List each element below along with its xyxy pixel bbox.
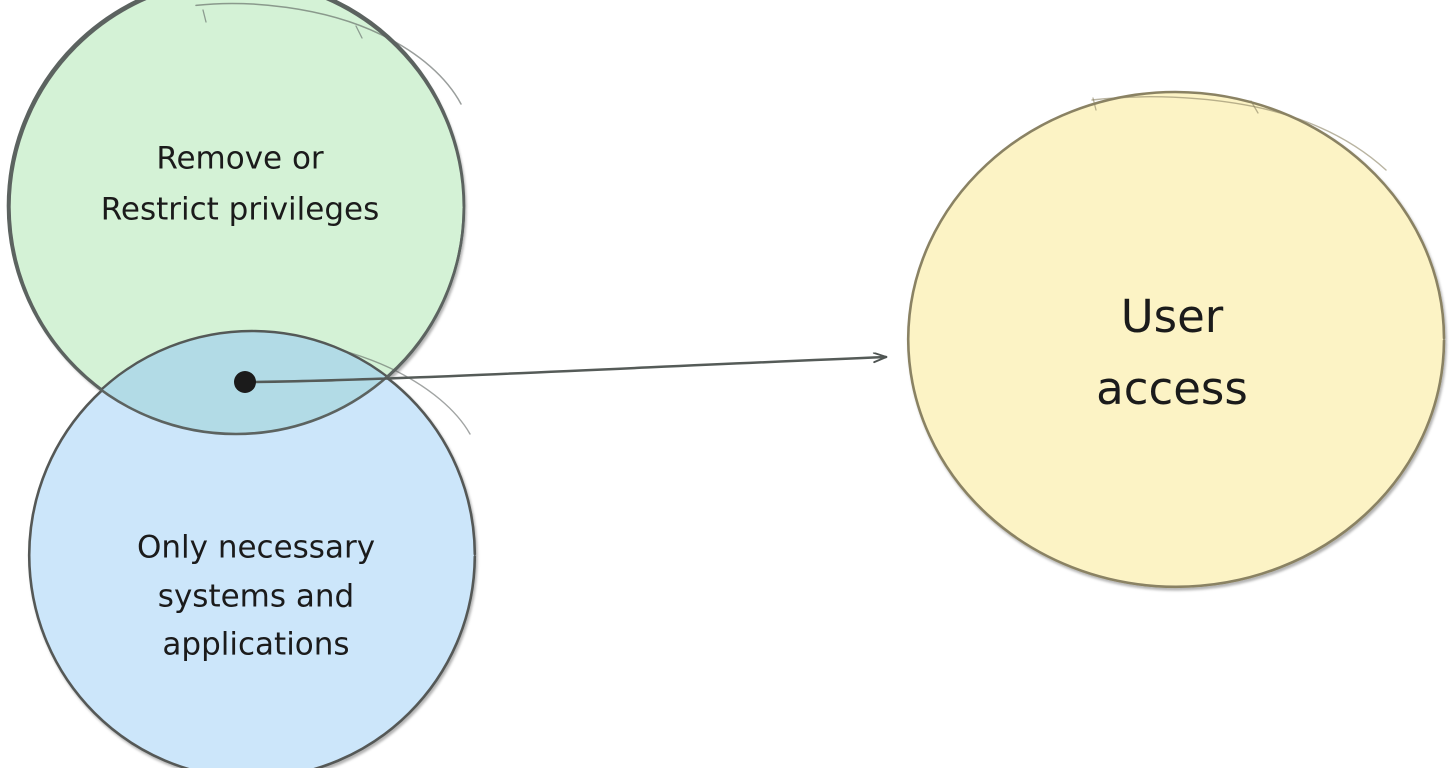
green-sketch-tick-1	[202, 9, 207, 23]
blue-circle-label: Only necessary systems and applications	[137, 530, 375, 663]
arrow-source-dot	[234, 371, 256, 393]
green-circle-outline-top	[6, 0, 466, 436]
green-sketch-tick-2	[355, 25, 363, 39]
green-label-line-1: Remove or	[156, 141, 324, 177]
yellow-label-line-1: User	[1121, 290, 1224, 343]
overlap-arc-stroke	[27, 329, 464, 434]
green-circle-label: Remove or Restrict privileges	[101, 141, 380, 228]
yellow-sketch-tick-2	[1250, 100, 1259, 114]
yellow-ellipse-shape	[906, 90, 1446, 589]
green-label-line-2: Restrict privileges	[101, 192, 380, 228]
yellow-circle-sketch-overshoot	[1091, 96, 1387, 171]
blue-label-line-1: Only necessary	[137, 530, 375, 566]
green-circle-sketch-overshoot	[195, 2, 462, 105]
yellow-label-line-2: access	[1096, 362, 1248, 415]
yellow-circle-label: User access	[1096, 290, 1248, 415]
overlap-region	[27, 329, 464, 434]
blue-label-line-3: applications	[162, 627, 349, 663]
blue-label-line-2: systems and	[158, 579, 354, 615]
yellow-sketch-tick-1	[1092, 97, 1097, 111]
connector-overlap-to-user-access[interactable]	[234, 357, 886, 393]
node-user-access[interactable]	[906, 90, 1446, 589]
arrow-line	[248, 357, 886, 384]
